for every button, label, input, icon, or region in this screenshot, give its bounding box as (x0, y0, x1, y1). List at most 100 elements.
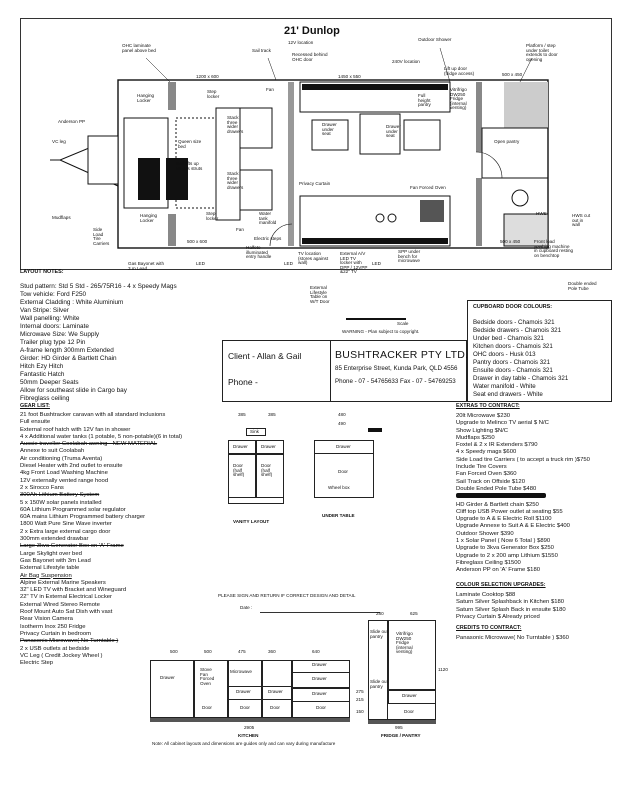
label-vc-leg: VC leg (52, 139, 66, 144)
dim-500x450-top: 500 x 450 (502, 72, 523, 77)
credits-list: Panasonic Microwave( No Turntable ) $360 (456, 635, 569, 642)
under-table-dim-1: 480 (338, 412, 346, 417)
fridge-drawer (388, 690, 436, 704)
dim-500x600: 500 x 600 (187, 239, 208, 244)
colour-item: Saturn Silver Splash Back in ensuite $18… (456, 606, 566, 613)
extras-item: Include Tire Covers (456, 464, 507, 471)
kitchen-dim-5: 640 (312, 649, 320, 654)
extras-item: Double Ended Pole Tube $480 (456, 485, 537, 492)
dim-1450x550-top: 1450 x 550 (338, 74, 361, 79)
label-bed-lifts: Bed lifts up on gas struts (176, 161, 203, 171)
gear-item: 2 x Extra large external cargo door (20, 528, 111, 535)
kitchen-total: 2905 (244, 725, 255, 730)
extras-item: Upgrade to 2 x 200 amp Lithium $1550 (456, 552, 558, 559)
label-fan-bot: Fan (236, 227, 244, 232)
kitchen-row-split-3 (292, 672, 350, 688)
colour-item: Saturn Silver Splashback in Kitchen $180 (456, 599, 565, 606)
gear-item: Full ensuite (20, 419, 51, 426)
layout-note: A-frame length 300mm Extended (20, 347, 114, 354)
gear-item: Roof Mount Auto Sat Dish with vast (20, 609, 113, 616)
colour-list: Laminate Cooktop $88 Saturn Silver Splas… (456, 592, 566, 621)
gear-item: VC Leg ( Credit Jockey Wheel ) (20, 652, 103, 659)
layout-note: Hitch Ezy Hitch (20, 363, 64, 370)
extras-item: Upgrade Annexe to Suit A & E Electric $4… (456, 523, 570, 530)
label-mudflaps: Mudflaps (52, 215, 71, 220)
label-electric-steps: Electric steps (254, 236, 282, 241)
label-hanging-locker-bot: Hanging Locker (140, 213, 158, 223)
kitchen-col-2 (194, 660, 228, 718)
label-12v: 12V location (288, 40, 314, 45)
cupboard-item: Drawer in day table - Chamois 321 (473, 375, 569, 382)
kitchen-cell: Drawer (312, 662, 327, 667)
fridge-dim-2: 625 (410, 611, 418, 616)
under-table-drawer-label: Drawer (336, 444, 351, 449)
company-address: 85 Enterprise Street, Kunda Park, QLD 45… (335, 365, 458, 372)
extras-item: Anderson PP on 'A' Frame $180 (456, 567, 541, 574)
label-hanging-locker-top: Hanging Locker (137, 93, 155, 103)
extras-item: Upgrade to A & E Electric Roll $1100 (456, 516, 552, 523)
label-tv-location: TV location (stores against wall) (298, 251, 329, 266)
label-ohc-laminate: OHC laminate panel above bed (122, 43, 156, 53)
extras-title: EXTRAS TO CONTRACT: (456, 403, 520, 409)
dim-1450x550-bot: 1450 x 550 (368, 239, 391, 244)
fridge-unit (388, 620, 436, 690)
fridge-sub-2: 215 (356, 697, 364, 702)
kitchen-dim-1: 500 (170, 649, 178, 654)
extras-item: Fibreglass Ceiling $1500 (456, 559, 521, 566)
layout-note: Wall panelling: White (20, 315, 80, 322)
under-table-caption: UNDER TABLE (322, 513, 355, 518)
gear-item: Privacy Curtain in bedroom (20, 630, 92, 637)
label-stack-drawers-1: Stack three wider drawers (227, 115, 244, 134)
client-name: Client - Allan & Gail (228, 351, 302, 361)
gear-item: 300Ah Lithium Battery System (20, 492, 100, 499)
kitchen-cell: Drawer (312, 691, 327, 696)
kitchen-dim-2: 500 (204, 649, 212, 654)
fridge-sub-1: 275 (356, 689, 364, 694)
fridge-slide-out: Slide out pantry (370, 629, 388, 639)
cupboard-item: Pantry doors - Chamois 321 (473, 359, 551, 366)
gear-list: 21 foot Bushtracker caravan with all sta… (20, 412, 182, 667)
colour-item: Privacy Curtain $ Already priced (456, 613, 540, 620)
floor-plan-drawing (50, 47, 549, 249)
fridge-label: Vitrifrigo DW250 Fridge (internal ventin… (396, 631, 413, 655)
fridge-caption: FRIDGE / PANTRY (381, 733, 421, 738)
label-fridge: Vitrifrigo DW250 Fridge (internal ventin… (450, 87, 467, 111)
label-step-locker-top: Step locker (207, 89, 220, 99)
extras-item: 20lt Microwave $230 (456, 413, 511, 419)
gear-item: Large Skylight over bed (20, 550, 82, 557)
extras-item: Cliff top USB Power outlet at seating $5… (456, 508, 563, 515)
label-front-load: Front load washing machine in cupboard r… (534, 239, 574, 258)
vanity-drawer-label-1: Drawer (233, 444, 248, 449)
extras-item: Sail Track on Offside $120 (456, 478, 525, 485)
layout-note: Trailer plug type 12 Pin (20, 339, 86, 346)
gear-item: External Wired Stereo Remote (20, 601, 100, 608)
title-block (222, 340, 467, 402)
cupboard-colours-box (467, 300, 612, 402)
extras-item: Fan Forced Oven $360 (456, 471, 517, 478)
label-fan-forced-oven: Fan Forced Oven (410, 185, 446, 190)
fridge-drawer-label: Drawer (402, 693, 417, 698)
fridge-door-label: Door (404, 709, 414, 714)
gear-item: Aussie traveller Coolabah awning - NEW M… (20, 441, 158, 448)
label-double-ended: Double ended Pole Tube (568, 281, 597, 291)
gear-item: External Lifestyle table (20, 565, 80, 572)
vanity-caption: VANITY LAYOUT (233, 519, 270, 524)
vanity-dim-1: 385 (238, 412, 246, 417)
extras-item: HD Girder & Bartlett chain $250 (456, 501, 539, 508)
colour-item: Laminate Cooktop $88 (456, 592, 516, 598)
extras-item: Upgrade to Melinco TV aerial $ N/C (456, 420, 549, 427)
cupboard-item: Seat end drawers - White (473, 391, 543, 398)
kitchen-row-split-1 (228, 686, 262, 700)
layout-note: 50mm Deeper Seats (20, 379, 79, 386)
fridge-sub-3: 150 (356, 709, 364, 714)
label-privacy-curtain: Privacy Curtain (299, 181, 331, 186)
kitchen-col-1 (150, 660, 194, 718)
extras-item: Side Load tire Carriers ( to accept a tr… (456, 456, 590, 463)
gear-item: 32" LED TV with Bracket and Wineguard (20, 587, 127, 594)
gear-item: Air conditioning (Truma Aventa) (20, 455, 103, 462)
gear-item: 2 x Sirocco Fans (20, 484, 64, 491)
kitchen-stove: Stove Fan Forced Oven (200, 667, 215, 686)
kitchen-cell: Door (270, 705, 280, 710)
client-phone: Phone - (228, 377, 258, 387)
extras-item: Foxtel & 2 x IR Extenders $790 (456, 442, 538, 449)
